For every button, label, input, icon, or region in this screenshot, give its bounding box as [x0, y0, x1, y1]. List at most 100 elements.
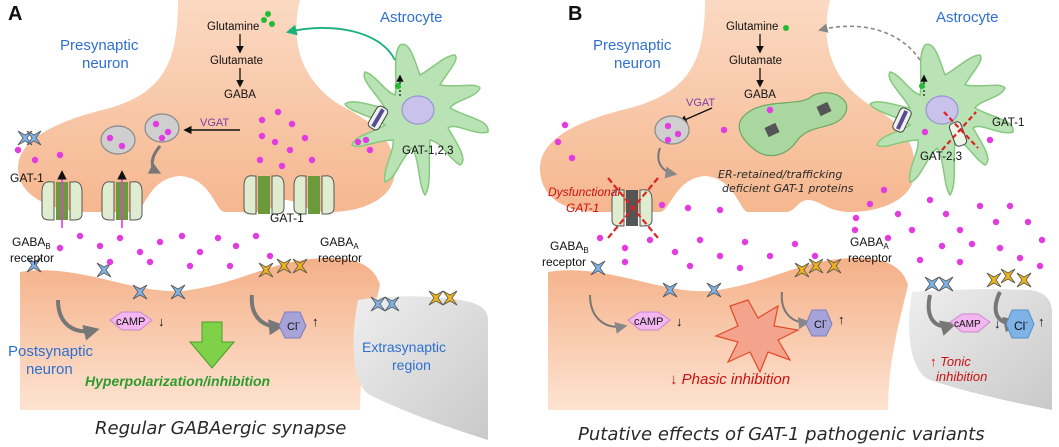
extrasynaptic-region [353, 296, 488, 440]
camp-hexagon-b [627, 311, 671, 331]
gaba-dot [664, 122, 672, 130]
gaba-dot [956, 258, 964, 266]
gaba-dot [811, 252, 819, 260]
gaba-dot [554, 138, 562, 146]
camp-hexagon-b2 [949, 313, 991, 333]
gaba-dot [196, 248, 204, 256]
cl-b: Cl- [814, 316, 827, 331]
gaba-dot [354, 138, 362, 146]
gaba-dot [696, 236, 704, 244]
panel-a [18, 0, 489, 440]
gabaa-receptor [258, 262, 274, 278]
gaba-dot [908, 226, 916, 234]
glutamine-b: Glutamine [726, 21, 778, 33]
gaba-dot [996, 244, 1004, 252]
vgat-a: VGAT [200, 117, 229, 129]
presynaptic-label-a1: Presynaptic [60, 37, 139, 54]
glutamine-dot [265, 11, 271, 17]
gaba-dot [152, 120, 160, 128]
gaba-dot [736, 264, 744, 272]
gaba-dot [258, 116, 266, 124]
gaba-a: GABA [224, 89, 256, 101]
astrocyte-b [869, 43, 1014, 197]
presynaptic-label-b1: Presynaptic [593, 37, 672, 54]
hyperpolarization-arrow [188, 321, 236, 369]
gaba-dot [286, 146, 294, 154]
presynaptic-label-a2: neuron [82, 55, 129, 72]
gaba-dot [926, 196, 934, 204]
gaba-dot [136, 248, 144, 256]
gat1-left-label: GAT-1 [10, 171, 44, 185]
presynaptic-neuron-b [540, 0, 915, 212]
camp-down-a: ↓ [158, 314, 165, 329]
camp-down-b2: ↓ [994, 316, 1001, 331]
receptors [17, 130, 1032, 312]
gaba-dot [716, 206, 724, 214]
gaba-dot [766, 106, 774, 114]
gaba-dot [164, 128, 172, 136]
gaba-dot [214, 234, 222, 242]
gaba-dot [921, 128, 929, 136]
gabaa-label-a: GABAA [320, 235, 359, 251]
postsynaptic-label-a2: neuron [26, 361, 73, 378]
gaba-dot [561, 121, 569, 129]
gabab-receptor [17, 130, 33, 146]
cl-up-b2: ↑ [1038, 314, 1045, 329]
phasic-burst [714, 299, 800, 374]
gaba-dot [118, 142, 126, 150]
glutamine-dot [269, 21, 275, 27]
gaba-dot [256, 156, 264, 164]
gaba-dot [686, 262, 694, 270]
gaba-dot [158, 134, 166, 142]
cl-up-a: ↑ [312, 314, 319, 329]
gaba-dot [56, 151, 64, 159]
cl-a: Cl- [287, 318, 300, 333]
gabab-receptor [924, 276, 940, 292]
gaba-dot [741, 238, 749, 246]
gabaa-receptor-label-b: receptor [848, 251, 892, 265]
dysfunctional-gat1 [607, 177, 659, 239]
vgat-b: VGAT [686, 97, 715, 109]
gaba-dot [1024, 218, 1032, 226]
tonic-label-1: ↑ Tonic [930, 354, 971, 369]
gaba-dot [992, 218, 1000, 226]
gaba-dot [716, 252, 724, 260]
gaba-dot [852, 214, 860, 222]
caption-a: Regular GABAergic synapse [95, 418, 346, 439]
gaba-dot [596, 234, 604, 242]
gaba-dot [271, 138, 279, 146]
camp-b2: cAMP [954, 319, 981, 330]
gaba-dot [866, 200, 874, 208]
gaba-dot [671, 248, 679, 256]
gabaa-receptor [292, 258, 308, 274]
postsynaptic-neuron-a [20, 258, 380, 410]
tonic-label-2: inhibition [936, 369, 987, 384]
gaba-dot [288, 120, 296, 128]
gabab-receptor [384, 296, 400, 312]
glutamine-dot [783, 25, 789, 31]
gaba-dot [942, 210, 950, 218]
gabaa-receptor [808, 258, 824, 274]
camp-b: cAMP [634, 316, 663, 328]
gabab-receptor [26, 257, 42, 273]
gaba-dot [658, 201, 666, 209]
extrasynaptic-label-1: Extrasynaptic [362, 339, 446, 355]
panel-b-label: B [568, 3, 582, 25]
extrasynaptic-label-2: region [392, 357, 431, 373]
cl-b2: Cl- [1014, 318, 1028, 333]
gaba-dot [278, 162, 286, 170]
gaba-dot [791, 240, 799, 248]
gaba-dots [14, 11, 1046, 272]
gaba-dot [674, 130, 682, 138]
astrocyte-a [344, 43, 489, 197]
glutamate-b: Glutamate [729, 55, 782, 67]
gaba-dot [621, 258, 629, 266]
gaba-dot [1036, 262, 1044, 270]
gaba-dot [1016, 254, 1024, 262]
astrocyte-label-b: Astrocyte [936, 9, 999, 26]
presynaptic-neuron-a [18, 0, 395, 212]
gat1-transporter-right-a [243, 175, 335, 215]
er-label-1: ER-retained/trafficking [718, 168, 842, 181]
